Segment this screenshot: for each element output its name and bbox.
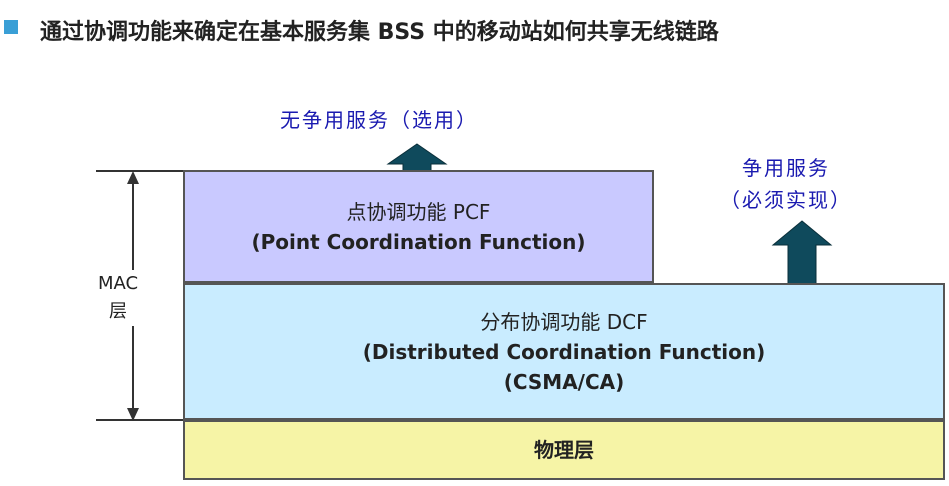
physical-layer-box: 物理层 bbox=[183, 420, 945, 480]
mac-bottom-line bbox=[96, 419, 183, 421]
mac-top-line bbox=[96, 170, 183, 172]
contention-service-label: 争用服务 （必须实现） bbox=[720, 152, 852, 216]
mac-layer-label: MAC 层 bbox=[96, 270, 140, 326]
dcf-box-subtitle: (Distributed Coordination Function) bbox=[362, 339, 766, 364]
pcf-box-title: 点协调功能 PCF bbox=[346, 199, 491, 224]
mac-layer-label-line2: 层 bbox=[109, 301, 127, 322]
pcf-box-subtitle: (Point Coordination Function) bbox=[251, 229, 586, 254]
page-title: 通过协调功能来确定在基本服务集 BSS 中的移动站如何共享无线链路 bbox=[40, 20, 719, 45]
contention-free-service-label: 无争用服务（选用） bbox=[280, 108, 478, 132]
title-bullet bbox=[4, 20, 18, 34]
contention-service-label-line2: （必须实现） bbox=[720, 188, 852, 212]
dcf-box-protocol: (CSMA/CA) bbox=[503, 369, 625, 394]
physical-layer-label: 物理层 bbox=[534, 438, 594, 462]
dcf-box: 分布协调功能 DCF (Distributed Coordination Fun… bbox=[183, 283, 945, 420]
mac-layer-label-line1: MAC bbox=[97, 273, 139, 294]
pcf-box: 点协调功能 PCF (Point Coordination Function) bbox=[183, 170, 654, 283]
dcf-box-title: 分布协调功能 DCF bbox=[480, 309, 648, 334]
contention-service-label-line1: 争用服务 bbox=[742, 156, 830, 180]
